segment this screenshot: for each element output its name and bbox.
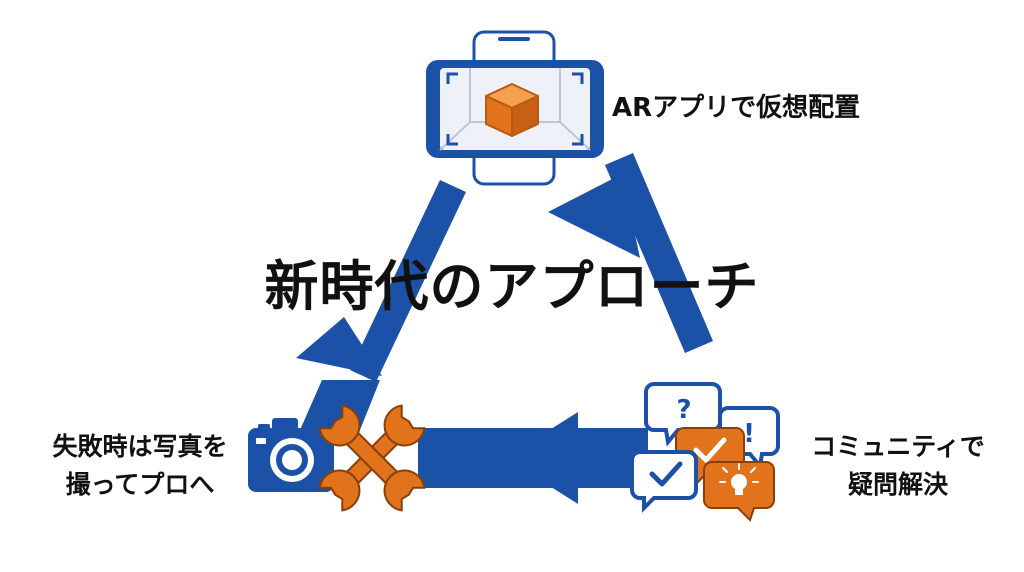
smartphone-ar-icon (426, 30, 604, 186)
diagram-title: 新時代のアプローチ (264, 255, 760, 318)
chat-bubbles-icon: ? ! (630, 382, 780, 522)
arrow-left-to-top-head (296, 317, 382, 376)
arrow-right-to-left-head (505, 412, 578, 504)
crossed-wrenches-icon (318, 404, 426, 512)
camera-icon (248, 418, 334, 492)
check-bubble-blue (630, 450, 698, 513)
node-label-photo-to-pro: 失敗時は写真を 撮ってプロへ (20, 428, 260, 504)
arrow-corner-left (300, 380, 380, 430)
idea-bubble-orange (703, 461, 775, 522)
question-mark-glyph: ? (676, 395, 691, 425)
node-label-ar-app: ARアプリで仮想配置 (612, 93, 861, 123)
node-label-community-line-2: 疑問解決 (847, 470, 948, 499)
cycle-arrows (296, 153, 713, 504)
node-label-community: コミュニティで 疑問解決 (788, 428, 1008, 504)
ar-cube-icon (485, 83, 539, 137)
node-label-photo-to-pro-line-2: 撮ってプロへ (65, 470, 215, 499)
node-label-community-line-1: コミュニティで (811, 432, 985, 461)
node-label-photo-to-pro-line-1: 失敗時は写真を (52, 432, 228, 461)
exclaim-mark-glyph: ! (743, 419, 755, 449)
lightbulb-icon (719, 463, 759, 495)
arrow-top-to-right-head (548, 174, 640, 258)
arrow-top-to-right (605, 153, 713, 353)
arrow-left-to-top (350, 180, 466, 382)
